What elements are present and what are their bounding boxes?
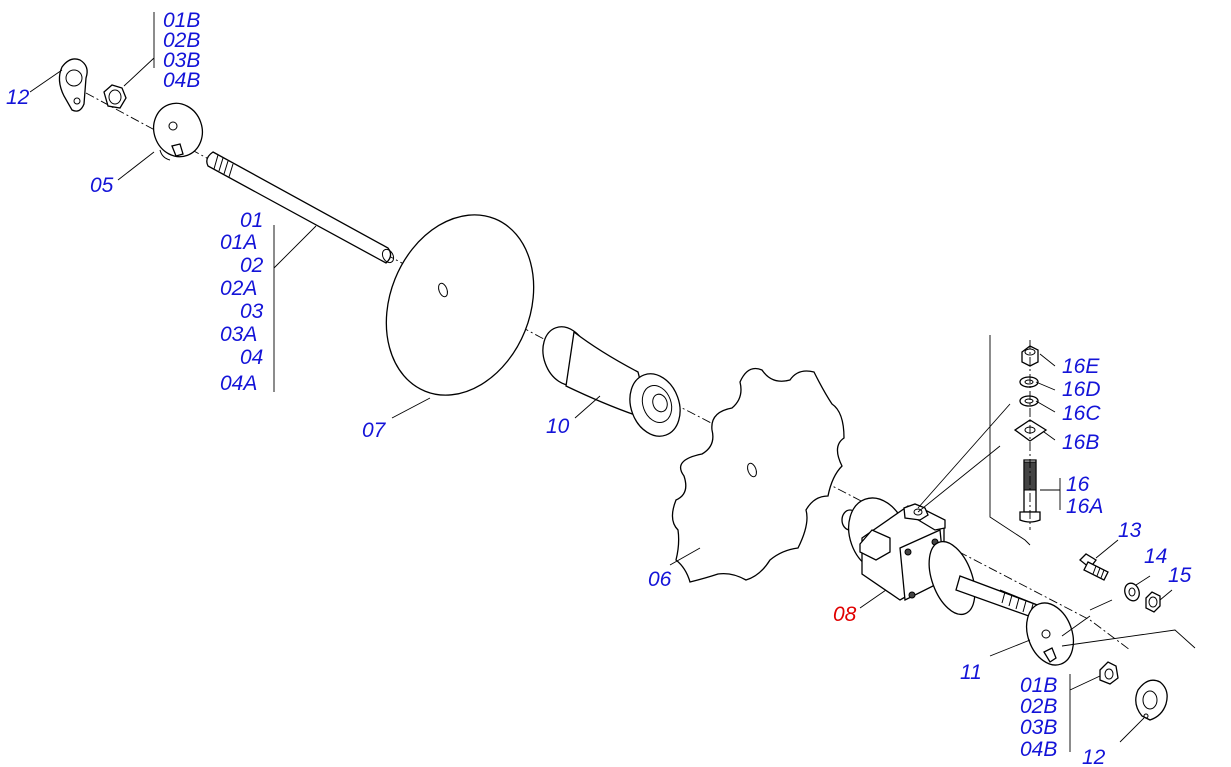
label-03: 03 — [240, 300, 264, 323]
label-07: 07 — [362, 419, 387, 442]
label-02b-top: 02B — [163, 29, 200, 52]
part-10-spool-spacer[interactable] — [535, 320, 688, 443]
part-13-bolt[interactable] — [1079, 553, 1109, 581]
part-labels: 12 01B 02B 03B 04B 05 01 01A 02 02A 03 0… — [6, 9, 1192, 767]
label-14: 14 — [1144, 545, 1167, 568]
label-01b-bottom: 01B — [1020, 674, 1057, 697]
part-01-shaft[interactable] — [206, 151, 396, 265]
label-01b-top: 01B — [163, 9, 200, 32]
part-06-notched-disc[interactable] — [671, 367, 845, 583]
label-01a: 01A — [220, 231, 257, 254]
label-16c: 16C — [1062, 402, 1101, 425]
part-08-bearing-hub[interactable] — [839, 490, 1044, 621]
label-02b-bottom: 02B — [1020, 695, 1057, 718]
label-03a: 03A — [220, 323, 257, 346]
label-15: 15 — [1168, 564, 1192, 587]
part-15-nut[interactable] — [1145, 591, 1161, 613]
label-04b-bottom: 04B — [1020, 738, 1057, 761]
label-03b-bottom: 03B — [1020, 716, 1057, 739]
part-nut-top[interactable] — [103, 84, 127, 109]
label-16e: 16E — [1062, 355, 1100, 378]
label-16a: 16A — [1066, 495, 1103, 518]
label-04a: 04A — [220, 372, 257, 395]
label-12-bottom: 12 — [1082, 746, 1106, 767]
part-07-plain-disc[interactable] — [360, 193, 559, 418]
label-06: 06 — [648, 568, 672, 591]
part-11-flange[interactable] — [1018, 596, 1081, 671]
part-16d-washer[interactable] — [1019, 376, 1039, 388]
label-12-top: 12 — [6, 86, 30, 109]
part-12-tab-washer-top[interactable] — [58, 58, 88, 112]
label-13: 13 — [1118, 519, 1142, 542]
label-01: 01 — [240, 209, 263, 232]
part-12-tab-washer-bottom[interactable] — [1135, 679, 1168, 721]
label-02a: 02A — [220, 277, 257, 300]
part-16b-square-washer[interactable] — [1013, 419, 1048, 442]
label-11: 11 — [960, 661, 982, 684]
part-nut-bottom[interactable] — [1099, 661, 1119, 685]
label-10: 10 — [546, 415, 570, 438]
part-14-washer[interactable] — [1122, 581, 1141, 603]
part-16c-washer[interactable] — [1019, 395, 1039, 407]
leader-lines — [29, 12, 1196, 752]
label-04: 04 — [240, 346, 263, 369]
label-05: 05 — [90, 174, 114, 197]
label-16: 16 — [1066, 473, 1090, 496]
label-04b-top: 04B — [163, 69, 200, 92]
label-16d: 16D — [1062, 378, 1101, 401]
part-05-flange[interactable] — [146, 96, 210, 163]
label-02: 02 — [240, 254, 264, 277]
label-16b: 16B — [1062, 431, 1099, 454]
label-08: 08 — [833, 603, 857, 626]
label-03b-top: 03B — [163, 49, 200, 72]
